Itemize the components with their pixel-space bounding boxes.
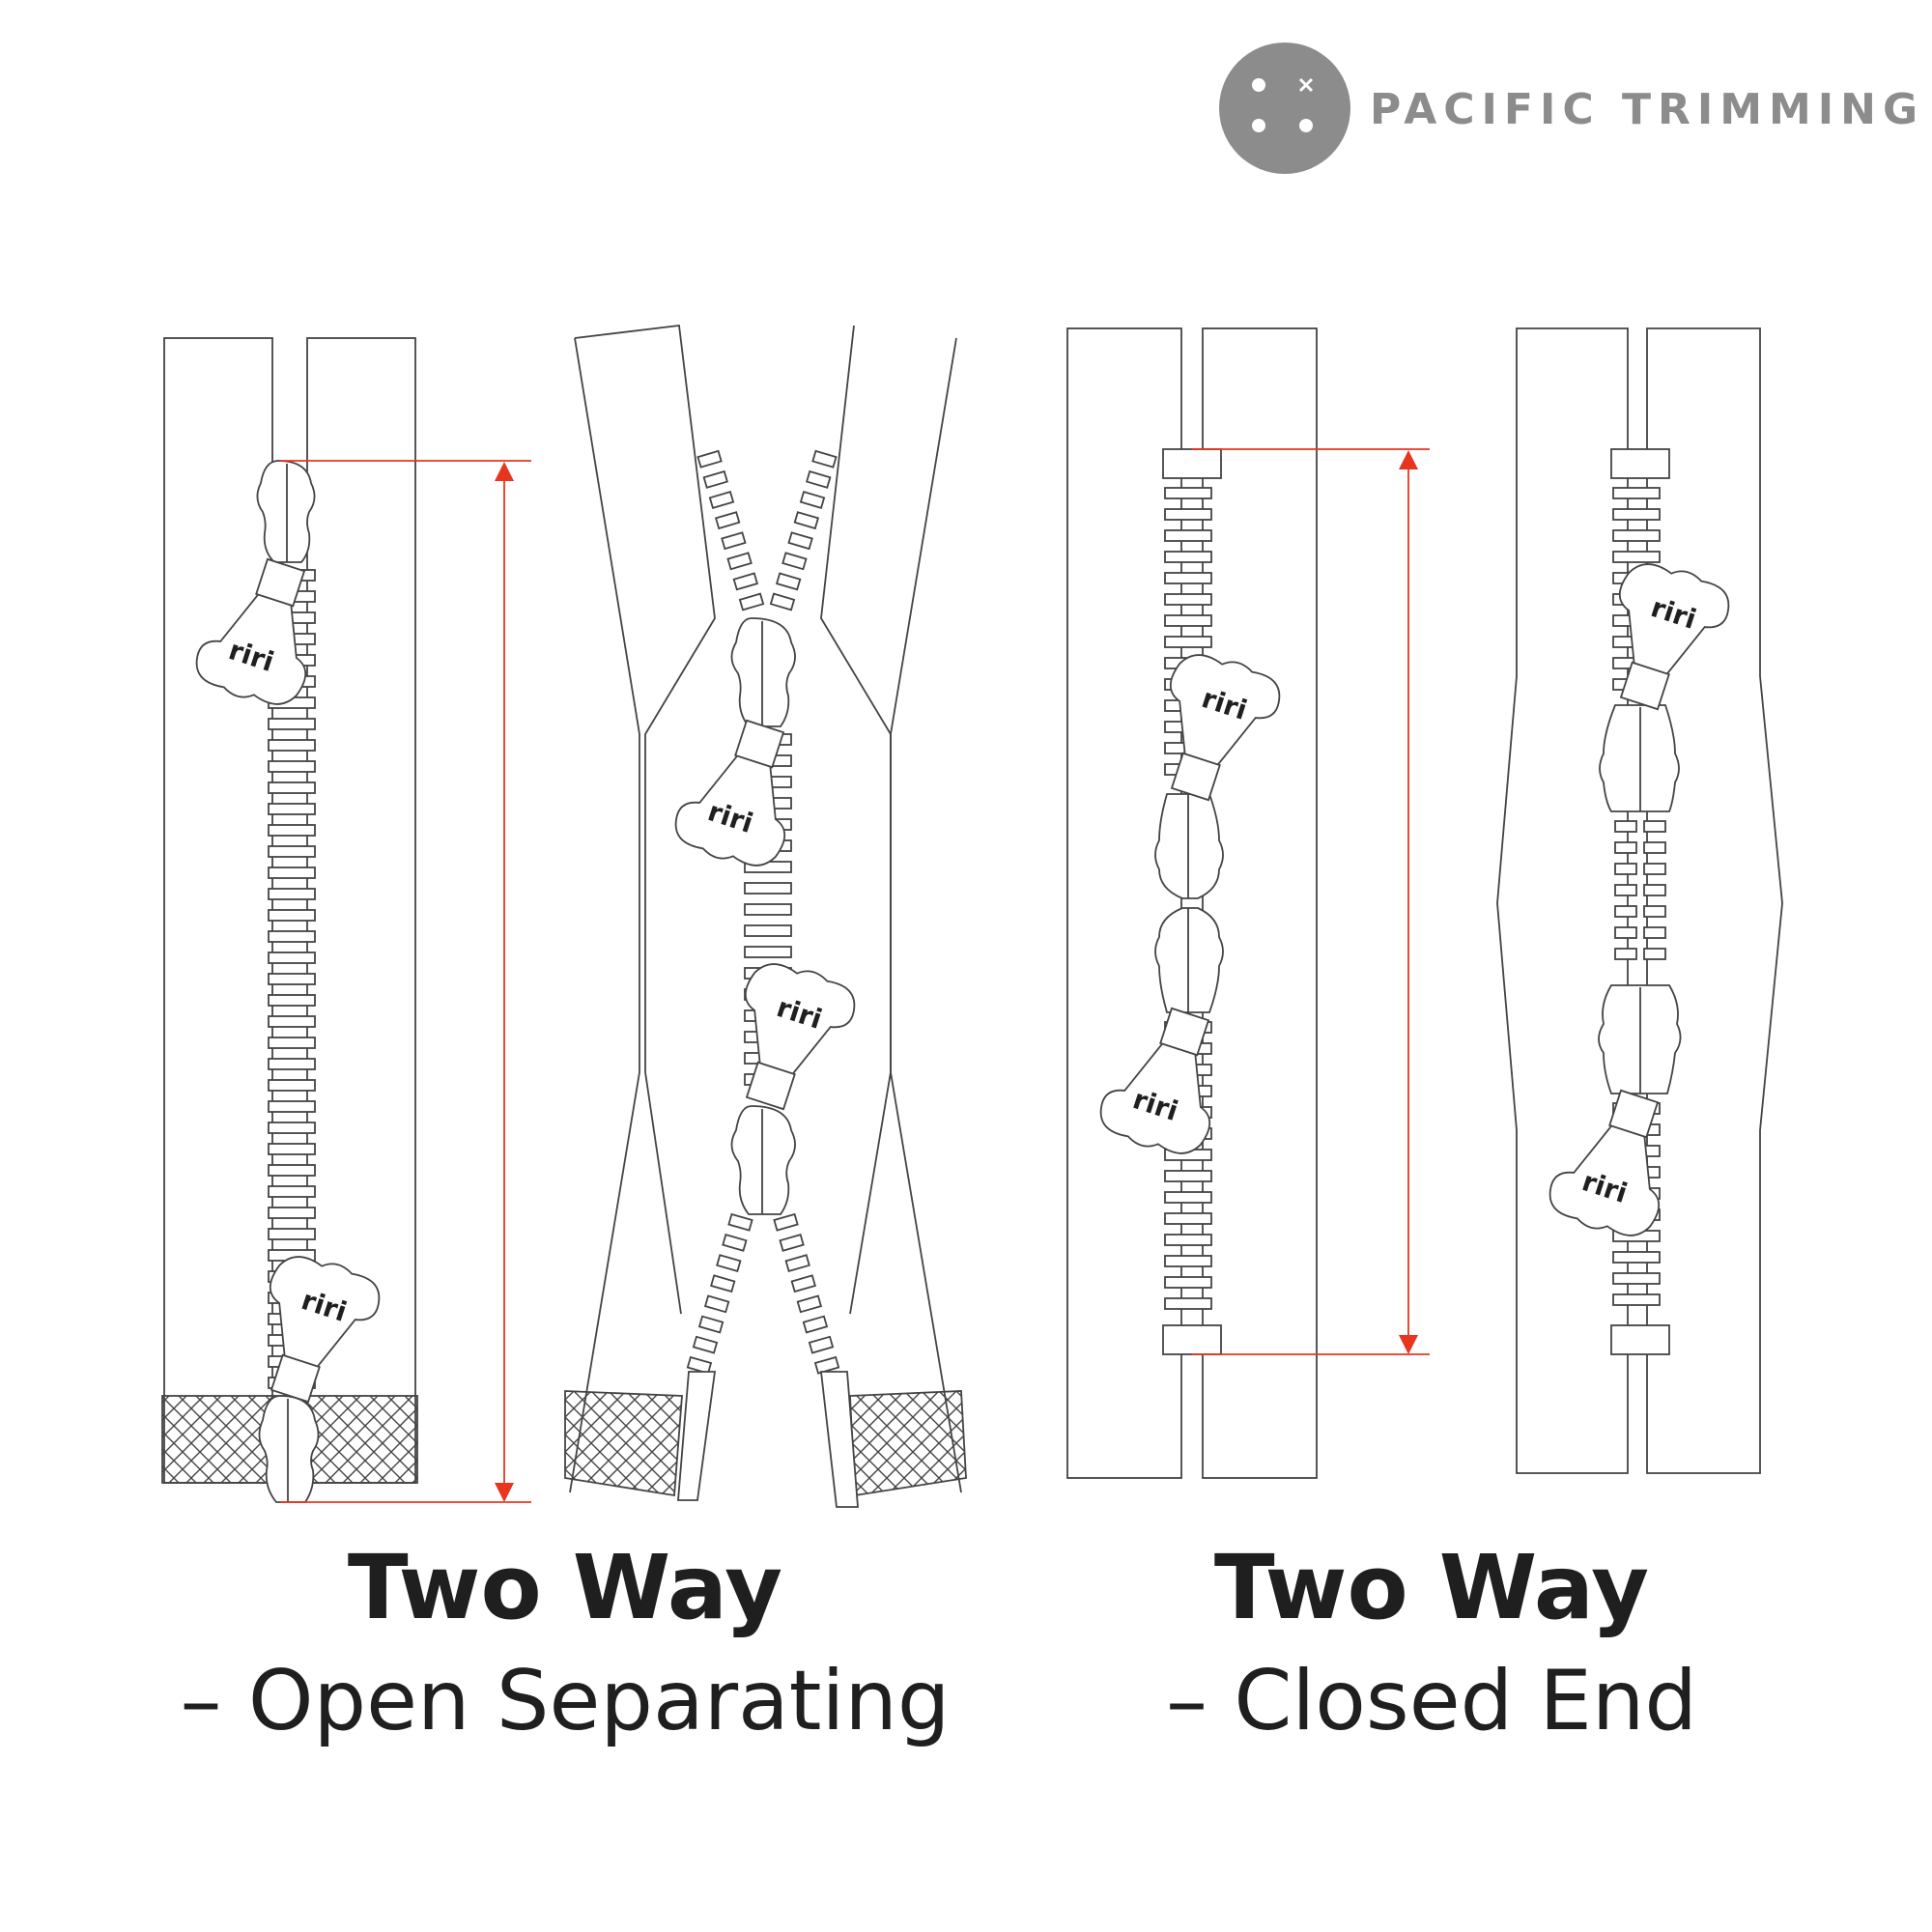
zipper-open-separating-open [564,324,967,1508]
caption-left-subtitle: – Open Separating [181,1653,951,1749]
caption-left-title: Two Way [348,1536,782,1639]
puller-tab: riri [674,719,786,867]
puller-tab: riri [1548,1089,1661,1236]
puller-tab: riri [195,557,307,705]
measurement-open-separating [280,460,531,1503]
caption-right-subtitle: – Closed End [1166,1653,1697,1749]
brand-name: PACIFIC TRIMMING [1370,85,1924,134]
measurement-closed-end [1192,448,1430,1355]
button-icon [1219,43,1350,174]
puller-tab: riri [1618,563,1730,711]
zipper-closed-end-center [1066,327,1318,1479]
puller-tab: riri [1099,1007,1211,1154]
caption-right-title: Two Way [1214,1536,1649,1639]
pullers: riri riri riri riri riri riri riri riri [195,557,1730,1404]
puller-tab: riri [269,1256,381,1404]
caption-closed-end: Two Way – Closed End [1166,1536,1697,1749]
logo: PACIFIC TRIMMING [1219,43,1924,174]
puller-tab: riri [744,963,856,1111]
puller-tab: riri [1169,654,1281,802]
caption-open-separating: Two Way – Open Separating [181,1536,951,1749]
zipper-closed-end-side [1496,327,1783,1474]
